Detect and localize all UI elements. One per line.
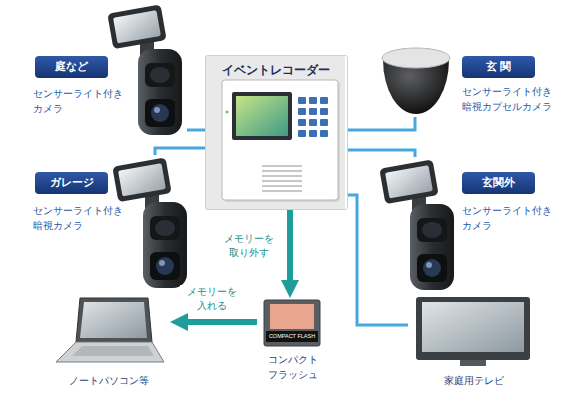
card-print: COMPACT FLASH (267, 332, 317, 341)
camera-node: 玄 関センサーライト付き 暗視カプセルカメラ (380, 45, 568, 117)
transfer-arrow (182, 319, 257, 325)
camera-illustration (379, 159, 454, 290)
camera-description: センサーライト付き 暗視カプセルカメラ (462, 84, 562, 114)
arrow-label: メモリーを 入れる (180, 285, 244, 313)
tv-illustration (416, 297, 530, 366)
location-label: 玄 関 (462, 56, 535, 78)
laptop-node: ノートパソコン等 (50, 293, 170, 397)
camera-description: センサーライト付き 暗視カメラ (33, 203, 133, 233)
laptop-illustration (56, 298, 164, 362)
location-label: 玄関外 (462, 172, 535, 194)
recorder-device (205, 55, 345, 210)
device-caption: 家庭用テレビ (408, 373, 540, 388)
memory-card-node: COMPACT FLASH コンパクト フラッシュ (257, 298, 330, 392)
camera-node: ガレージセンサーライト付き 暗視カメラ (30, 155, 190, 290)
cable-line (348, 195, 408, 325)
cable-line (348, 117, 415, 130)
recorder-title: イベントレコーダー (206, 62, 346, 78)
location-label: 庭など (35, 56, 108, 78)
camera-description: センサーライト付き カメラ (33, 86, 133, 116)
compact-flash-card (264, 300, 320, 346)
cable-line (155, 148, 205, 155)
camera-illustration (112, 157, 187, 288)
camera-description: センサーライト付き カメラ (462, 203, 562, 233)
dome-camera (382, 48, 450, 114)
transfer-arrow (287, 210, 293, 286)
location-label: ガレージ (35, 172, 108, 194)
arrow-label: メモリーを 取り外す (216, 232, 282, 260)
cable-line (348, 150, 415, 157)
device-caption: コンパクト フラッシュ (257, 352, 328, 382)
camera-node: 庭などセンサーライト付き カメラ (30, 8, 187, 140)
recorder-box: イベントレコーダー (205, 55, 348, 210)
cable-line (187, 129, 205, 132)
camera-illustration (107, 4, 182, 135)
camera-node: 玄関外センサーライト付き カメラ (378, 157, 568, 292)
device-caption: ノートパソコン等 (50, 373, 168, 388)
tv-node: 家庭用テレビ (408, 294, 542, 398)
